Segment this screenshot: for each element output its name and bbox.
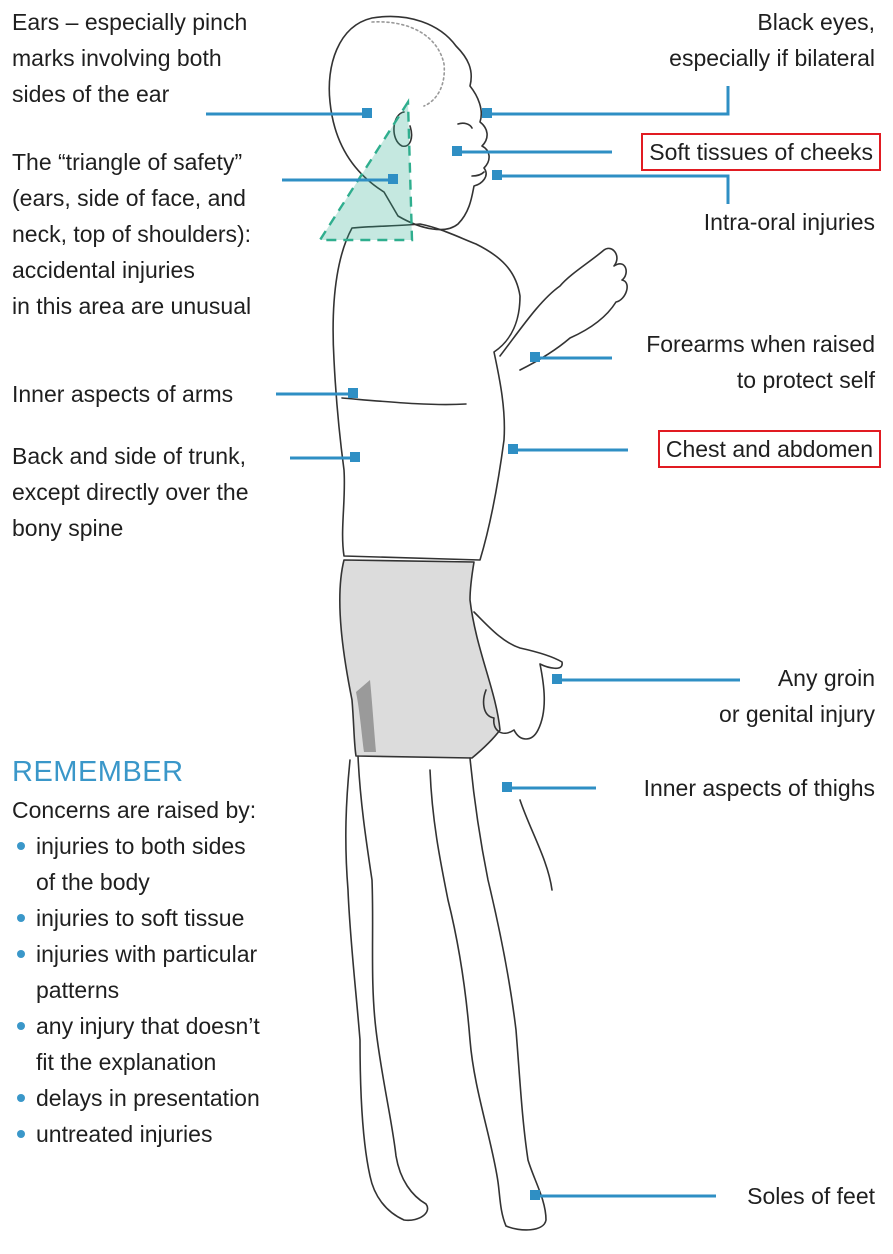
label-line: The “triangle of safety” — [12, 144, 251, 180]
label-cheeks-highlighted: Soft tissues of cheeks — [641, 133, 881, 171]
label-line: Ears – especially pinch — [12, 4, 247, 40]
leader-intra-oral — [498, 176, 728, 204]
label-line: Intra-oral injuries — [704, 204, 875, 240]
label-line: (ears, side of face, and — [12, 180, 251, 216]
label-line: Soles of feet — [747, 1178, 875, 1214]
label-line: or genital injury — [719, 696, 875, 732]
list-item: injuries to soft tissue — [12, 900, 260, 936]
label-line: Soft tissues of cheeks — [649, 135, 873, 169]
marker-forearms — [530, 352, 540, 362]
list-item-line: patterns — [36, 972, 260, 1008]
list-item: untreated injuries — [12, 1116, 260, 1152]
remember-list: injuries to both sidesof the body injuri… — [12, 828, 260, 1152]
list-item: delays in presentation — [12, 1080, 260, 1116]
marker-inner-arms — [348, 388, 358, 398]
label-line: Back and side of trunk, — [12, 438, 249, 474]
eye — [458, 123, 472, 128]
list-item: injuries to both sidesof the body — [12, 828, 260, 900]
label-line: accidental injuries — [12, 252, 251, 288]
list-item-line: untreated injuries — [36, 1116, 260, 1152]
marker-black-eyes — [482, 108, 492, 118]
label-inner-arms: Inner aspects of arms — [12, 376, 233, 412]
label-back-trunk: Back and side of trunk, except directly … — [12, 438, 249, 546]
shirt-outline — [333, 224, 520, 560]
leg-back — [346, 756, 428, 1220]
leader-black-eyes — [488, 86, 728, 114]
list-item-line: injuries to soft tissue — [36, 900, 260, 936]
list-item-line: injuries to both sides — [36, 828, 260, 864]
marker-cheeks — [452, 146, 462, 156]
label-line: except directly over the — [12, 474, 249, 510]
label-line: sides of the ear — [12, 76, 247, 112]
label-forearms: Forearms when raised to protect self — [646, 326, 875, 398]
label-line: Inner aspects of arms — [12, 376, 233, 412]
marker-chest — [508, 444, 518, 454]
list-item-line: delays in presentation — [36, 1080, 260, 1116]
label-chest-highlighted: Chest and abdomen — [658, 430, 881, 468]
label-ears: Ears – especially pinch marks involving … — [12, 4, 247, 112]
label-line: Black eyes, — [669, 4, 875, 40]
marker-back-trunk — [350, 452, 360, 462]
label-triangle-of-safety: The “triangle of safety” (ears, side of … — [12, 144, 251, 324]
remember-intro: Concerns are raised by: — [12, 792, 256, 828]
label-groin: Any groin or genital injury — [719, 660, 875, 732]
marker-ears — [362, 108, 372, 118]
label-line: Inner aspects of thighs — [644, 770, 875, 806]
marker-intra-oral — [492, 170, 502, 180]
marker-thighs — [502, 782, 512, 792]
list-item-line: any injury that doesn’t — [36, 1008, 260, 1044]
label-line: Any groin — [719, 660, 875, 696]
mouth — [472, 172, 484, 176]
marker-soles — [530, 1190, 540, 1200]
list-item: any injury that doesn’tfit the explanati… — [12, 1008, 260, 1080]
label-line: Chest and abdomen — [666, 432, 873, 466]
label-intra-oral: Intra-oral injuries — [704, 204, 875, 240]
list-item: injuries with particularpatterns — [12, 936, 260, 1008]
knee-front — [520, 800, 552, 890]
label-line: especially if bilateral — [669, 40, 875, 76]
list-item-line: injuries with particular — [36, 936, 260, 972]
sleeve-seam — [342, 398, 466, 405]
label-soles: Soles of feet — [747, 1178, 875, 1214]
label-black-eyes: Black eyes, especially if bilateral — [669, 4, 875, 76]
label-line: Forearms when raised — [646, 326, 875, 362]
list-item-line: fit the explanation — [36, 1044, 260, 1080]
marker-groin — [552, 674, 562, 684]
marker-triangle — [388, 174, 398, 184]
leg-front — [430, 758, 546, 1230]
remember-heading: REMEMBER — [12, 752, 184, 792]
list-item-line: of the body — [36, 864, 260, 900]
label-line: bony spine — [12, 510, 249, 546]
label-line: marks involving both — [12, 40, 247, 76]
label-line: neck, top of shoulders): — [12, 216, 251, 252]
hair-line — [372, 22, 444, 106]
label-line: to protect self — [646, 362, 875, 398]
label-line: in this area are unusual — [12, 288, 251, 324]
label-thighs: Inner aspects of thighs — [644, 770, 875, 806]
